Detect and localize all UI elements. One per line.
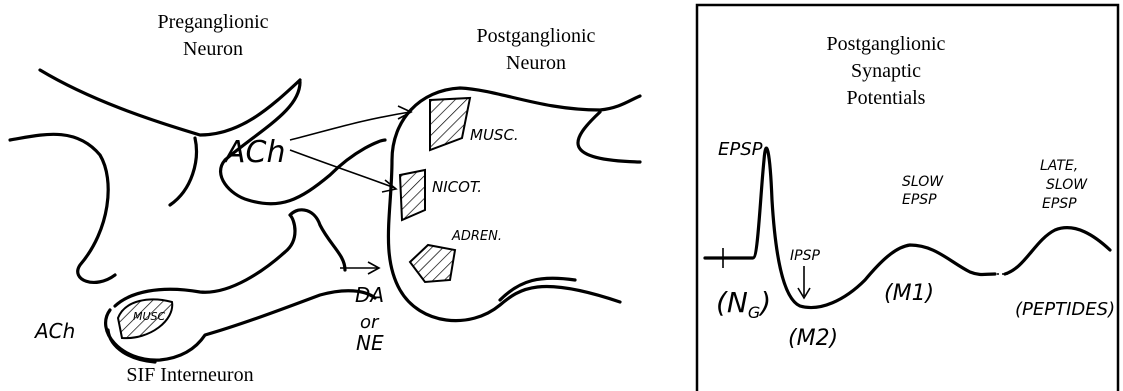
receptor-muscarinic-label: MUSC. xyxy=(470,126,519,144)
sif-receptor-label: MUSC xyxy=(133,310,166,323)
ach-label: ACh xyxy=(223,135,285,170)
ach-arrow-upper xyxy=(290,112,410,140)
receptor-nicotinic-region xyxy=(400,170,425,220)
slow-epsp-line1: SLOW xyxy=(902,174,944,190)
left-panel: Preganglionic Neuron Postganglionic Neur… xyxy=(10,11,640,386)
right-panel: Postganglionic Synaptic Potentials EPSP … xyxy=(697,5,1118,391)
ach-small-label: ACh xyxy=(33,319,75,343)
receptor-adrenergic-label: ADREN. xyxy=(451,229,502,244)
late-slow-epsp-line2: SLOW xyxy=(1046,177,1088,193)
sif-interneuron-outline xyxy=(106,210,375,362)
epsp-label: EPSP xyxy=(718,139,763,160)
transmitter-da: DA xyxy=(355,283,384,307)
receptor-adrenergic-region xyxy=(410,245,455,282)
late-slow-epsp-line1: LATE, xyxy=(1040,158,1078,174)
transmitter-ne: NE xyxy=(356,331,384,355)
ach-arrow-lower xyxy=(290,150,395,188)
receptor-muscarinic-region xyxy=(430,98,470,150)
preganglionic-title-line1: Preganglionic xyxy=(157,11,268,33)
receptor-m1-label: (M1) xyxy=(884,281,934,306)
preganglionic-title-line2: Neuron xyxy=(183,38,243,60)
right-title-line1: Postganglionic xyxy=(827,33,946,55)
right-title-line2: Synaptic xyxy=(851,60,921,82)
receptor-ng-label: (NG) xyxy=(716,286,771,322)
sif-interneuron-title: SIF Interneuron xyxy=(126,364,253,386)
postganglionic-title-line1: Postganglionic xyxy=(477,25,596,47)
late-slow-epsp-line3: EPSP xyxy=(1042,196,1077,212)
postganglionic-title-line2: Neuron xyxy=(506,52,566,74)
right-title-line3: Potentials xyxy=(847,87,926,109)
preganglionic-neuron-outline xyxy=(10,70,385,282)
receptor-nicotinic-label: NICOT. xyxy=(432,178,482,196)
slow-epsp-line2: EPSP xyxy=(902,192,937,208)
ipsp-label: IPSP xyxy=(790,248,820,264)
postganglionic-soma-outline xyxy=(388,88,640,321)
transmitter-or: or xyxy=(360,312,380,333)
receptor-peptides-label: (PEPTIDES) xyxy=(1015,299,1115,320)
receptor-m2-label: (M2) xyxy=(788,326,838,351)
